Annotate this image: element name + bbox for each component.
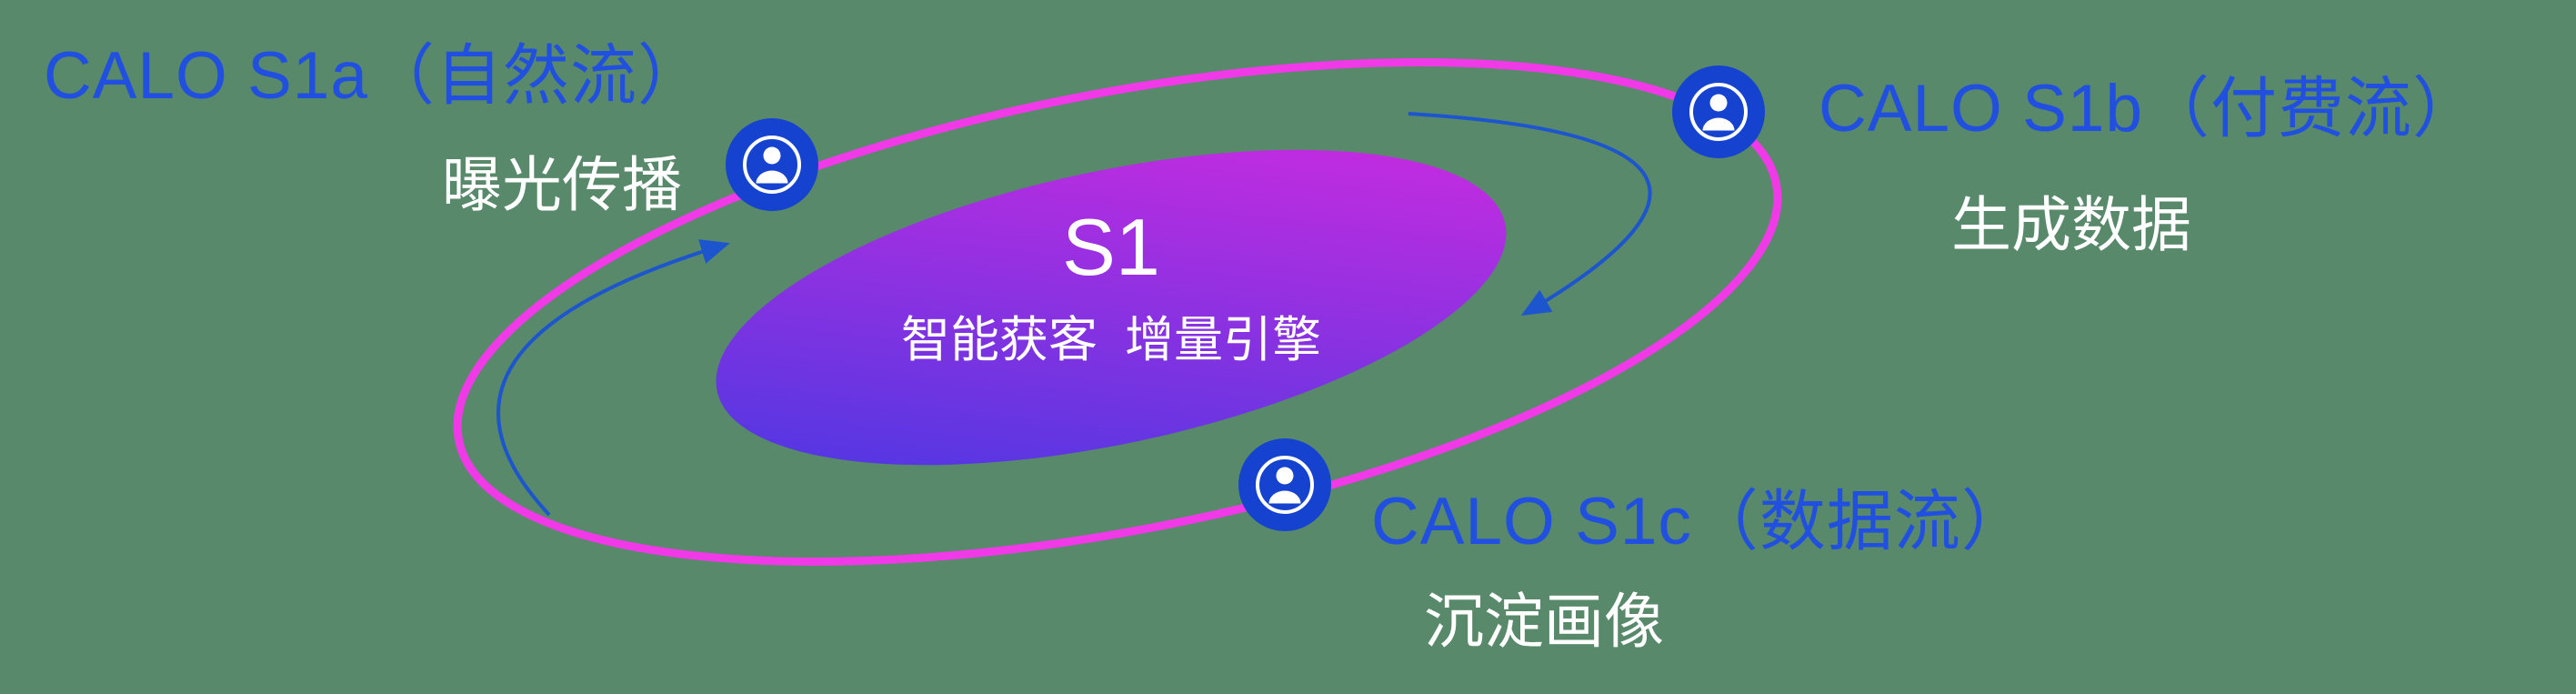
core-label: S1 智能获客 增量引擎 (838, 202, 1384, 371)
label-s1c-subtitle: 沉淀画像 (1424, 588, 1664, 655)
core-ellipse (716, 149, 1507, 466)
user-icon (1238, 438, 1331, 531)
label-s1b-title: CALO S1b（付费流） (1819, 72, 2480, 146)
label-s1c-title: CALO S1c（数据流） (1371, 485, 2029, 558)
user-icon (726, 118, 818, 211)
user-icon (1672, 65, 1765, 158)
flow-arrow-left (496, 239, 730, 517)
label-s1a-subtitle: 曝光传播 (442, 151, 682, 218)
core-subtitle: 智能获客 增量引擎 (900, 312, 1321, 367)
label-s1b-subtitle: 生成数据 (1951, 191, 2191, 258)
flow-arrow-right (1408, 112, 1652, 317)
label-s1a-title: CALO S1a（自然流） (44, 39, 705, 113)
core-title: S1 (1062, 202, 1160, 292)
orbit-ring (453, 58, 1782, 566)
